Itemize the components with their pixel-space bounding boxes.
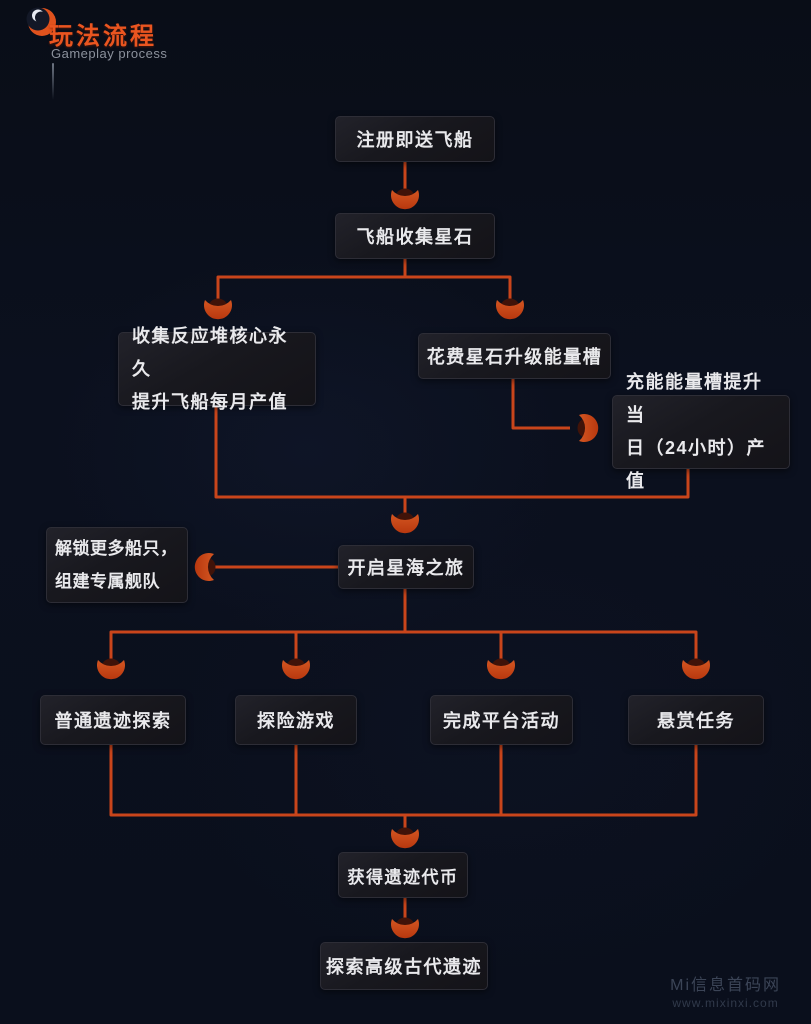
- node-ruin-tokens-label: 获得遗迹代币: [347, 867, 459, 887]
- arrow-down-icon: [282, 658, 310, 680]
- arrow-right-icon: [577, 414, 599, 442]
- node-platform-events: 完成平台活动: [430, 695, 573, 745]
- node-adventure-game-label: 探险游戏: [257, 711, 335, 731]
- node-reactor-core: 收集反应堆核心永久 提升飞船每月产值: [118, 326, 316, 412]
- node-collect-stones-label: 飞船收集星石: [356, 227, 474, 247]
- node-upgrade-slot-label: 花费星石升级能量槽: [426, 347, 603, 367]
- header-tick-line: [52, 63, 54, 100]
- node-star-journey: 开启星海之旅: [338, 545, 474, 589]
- node-charge-slot: 充能能量槽提升当 日（24小时）产值: [612, 372, 790, 491]
- arrow-down-icon: [391, 512, 419, 534]
- node-upgrade-slot: 花费星石升级能量槽: [418, 333, 611, 379]
- arrow-left-icon: [194, 553, 216, 581]
- node-charge-slot-label: 充能能量槽提升当 日（24小时）产值: [626, 372, 767, 491]
- node-explore-ancient-label: 探索高级古代遗迹: [326, 957, 482, 977]
- node-register-ship: 注册即送飞船: [335, 116, 495, 162]
- node-unlock-ships: 解锁更多船只， 组建专属舰队: [46, 527, 188, 603]
- node-register-ship-label: 注册即送飞船: [356, 130, 474, 150]
- node-normal-ruins: 普通遗迹探索: [40, 695, 186, 745]
- arrow-down-icon: [97, 658, 125, 680]
- arrow-down-icon: [682, 658, 710, 680]
- page-subtitle: Gameplay process: [51, 46, 168, 61]
- watermark: Mi信息首码网 www.mixinxi.com: [670, 976, 781, 1012]
- watermark-site-name: Mi信息首码网: [670, 976, 781, 994]
- connector-lines: [109, 161, 698, 924]
- node-adventure-game: 探险游戏: [235, 695, 357, 745]
- arrow-down-icon: [391, 188, 419, 210]
- node-star-journey-label: 开启星海之旅: [347, 558, 465, 578]
- arrow-down-icon: [204, 298, 232, 320]
- arrow-down-icon: [487, 658, 515, 680]
- node-platform-events-label: 完成平台活动: [443, 711, 560, 731]
- arrow-down-icon: [496, 298, 524, 320]
- node-bounty-tasks: 悬赏任务: [628, 695, 764, 745]
- node-bounty-tasks-label: 悬赏任务: [657, 711, 735, 731]
- moon-logo-icon: [26, 7, 56, 36]
- node-explore-ancient: 探索高级古代遗迹: [320, 942, 488, 990]
- page-title: 玩法流程: [49, 23, 157, 50]
- node-ruin-tokens: 获得遗迹代币: [338, 852, 468, 898]
- node-normal-ruins-label: 普通遗迹探索: [54, 711, 172, 731]
- arrow-down-icon: [391, 827, 419, 849]
- node-unlock-ships-label: 解锁更多船只， 组建专属舰队: [55, 539, 178, 591]
- node-collect-stones: 飞船收集星石: [335, 213, 495, 259]
- watermark-site-url: www.mixinxi.com: [672, 996, 779, 1011]
- arrow-down-icon: [391, 917, 419, 939]
- node-reactor-core-label: 收集反应堆核心永久 提升飞船每月产值: [132, 325, 288, 412]
